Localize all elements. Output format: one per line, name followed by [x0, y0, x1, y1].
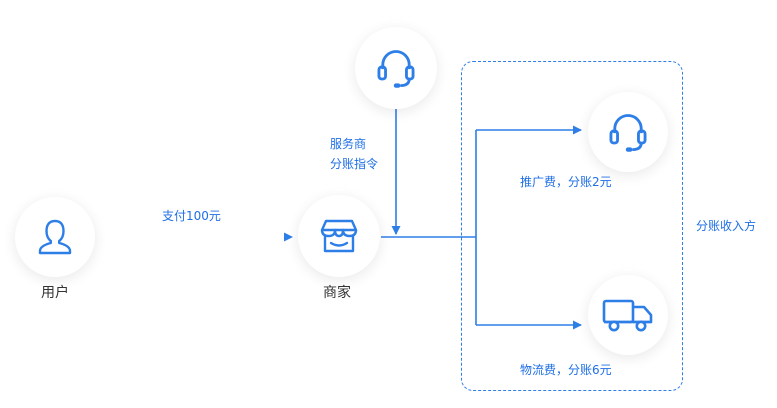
delivery-truck-icon [602, 299, 653, 332]
storefront-icon [320, 219, 358, 253]
logistics-fee-label: 物流费，分账6元 [520, 363, 612, 377]
promotion-fee-label: 推广费，分账2元 [520, 175, 612, 189]
promoter-node [588, 92, 668, 172]
logistics-node [588, 275, 668, 355]
user-node [15, 197, 95, 277]
split-instruction-label: 服务商 分账指令 [330, 134, 378, 174]
merchant-node [298, 195, 380, 277]
service-provider-node [355, 27, 437, 109]
group-label: 分账收入方 [696, 219, 757, 233]
payment-label: 支付100元 [162, 209, 221, 223]
user-label: 用户 [41, 285, 69, 301]
headset-icon [377, 50, 415, 88]
split-instruction-line-2: 分账指令 [330, 157, 379, 171]
split-instruction-line-1: 服务商 [330, 137, 367, 151]
headset-icon [609, 114, 647, 152]
merchant-label: 商家 [323, 285, 351, 301]
split-recipients-group [461, 61, 683, 391]
user-icon [38, 219, 72, 255]
